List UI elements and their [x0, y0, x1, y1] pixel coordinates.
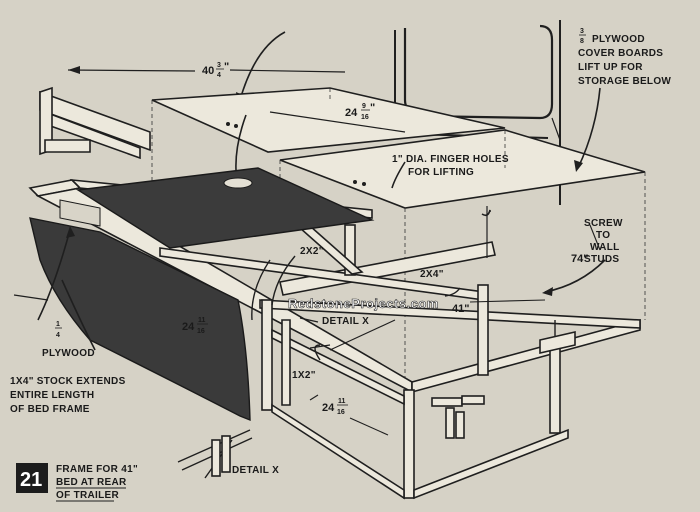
label-2x4: 2X4" [420, 269, 444, 280]
caption-line-3: OF TRAILER [56, 490, 119, 501]
plywood-top-sheet [75, 167, 375, 249]
svg-text:": " [224, 61, 229, 73]
dim-24-9-16-den: 16 [361, 114, 369, 121]
dim-bot-whole: 24 [322, 402, 335, 414]
cover-line-2: COVER BOARDS [578, 48, 663, 59]
dim-24-9-16-num: 9 [362, 103, 366, 110]
wall-bracket [39, 86, 151, 160]
label-plywood: PLYWOOD [42, 348, 95, 359]
leader-lines [13, 87, 606, 361]
stock-line-2: ENTIRE LENGTH [10, 390, 94, 401]
stock-line-3: OF BED FRAME [10, 404, 90, 415]
watermark: RedstoneProjects.com [288, 296, 439, 311]
caption-line-1: FRAME FOR 41" [56, 464, 138, 475]
caption-line-2: BED AT REAR [56, 477, 127, 488]
cover-line-1: PLYWOOD [592, 34, 645, 45]
ply-num: 1 [56, 321, 60, 328]
finger-holes-line-2: FOR LIFTING [408, 167, 474, 178]
cover-num: 3 [580, 28, 584, 35]
screw-line-4: STUDS [584, 254, 619, 265]
screw-line-3: WALL [590, 242, 620, 253]
cover-line-3: LIFT UP FOR [578, 62, 643, 73]
screw-line-2: TO [596, 230, 610, 241]
screw-line-1: SCREW [584, 218, 623, 229]
detail-x-sketch-frame [431, 395, 485, 439]
dim-40-whole: 40 [202, 65, 214, 77]
figure-number: 21 [20, 469, 42, 491]
ply-den: 4 [56, 332, 60, 339]
dim-bot-den: 16 [337, 409, 345, 416]
label-2x2: 2X2" [300, 246, 324, 257]
dim-40-den: 4 [217, 72, 221, 79]
dim-side-whole: 24 [182, 321, 195, 333]
dim-side-den: 16 [197, 328, 205, 335]
dim-40-num: 3 [217, 62, 221, 69]
figure-number-box [16, 463, 48, 493]
stock-line-1: 1X4" STOCK EXTENDS [10, 376, 126, 387]
label-1x2: 1X2" [292, 370, 316, 381]
detail-x-sketch-lower [177, 429, 253, 479]
finger-holes-line-1: 1" DIA. FINGER HOLES [392, 154, 509, 165]
dim-24-9-16-whole: 24 [345, 107, 358, 119]
label-detail-x-upper: DETAIL X [322, 316, 369, 327]
dim-side-num: 11 [198, 317, 206, 324]
label-cover-boards: 3 8 PLYWOOD COVER BOARDS LIFT UP FOR STO… [578, 28, 671, 87]
dim-bot-num: 11 [338, 398, 346, 405]
figure-caption: 21 FRAME FOR 41" BED AT REAR OF TRAILER [16, 463, 138, 502]
plywood-front-panel [29, 217, 251, 422]
cover-line-4: STORAGE BELOW [578, 76, 671, 87]
dim-74: 74" [571, 253, 588, 265]
cover-den: 8 [580, 38, 584, 45]
svg-text:": " [370, 102, 375, 114]
label-detail-x-lower: DETAIL X [232, 465, 279, 476]
dim-41: 41" [452, 303, 469, 315]
